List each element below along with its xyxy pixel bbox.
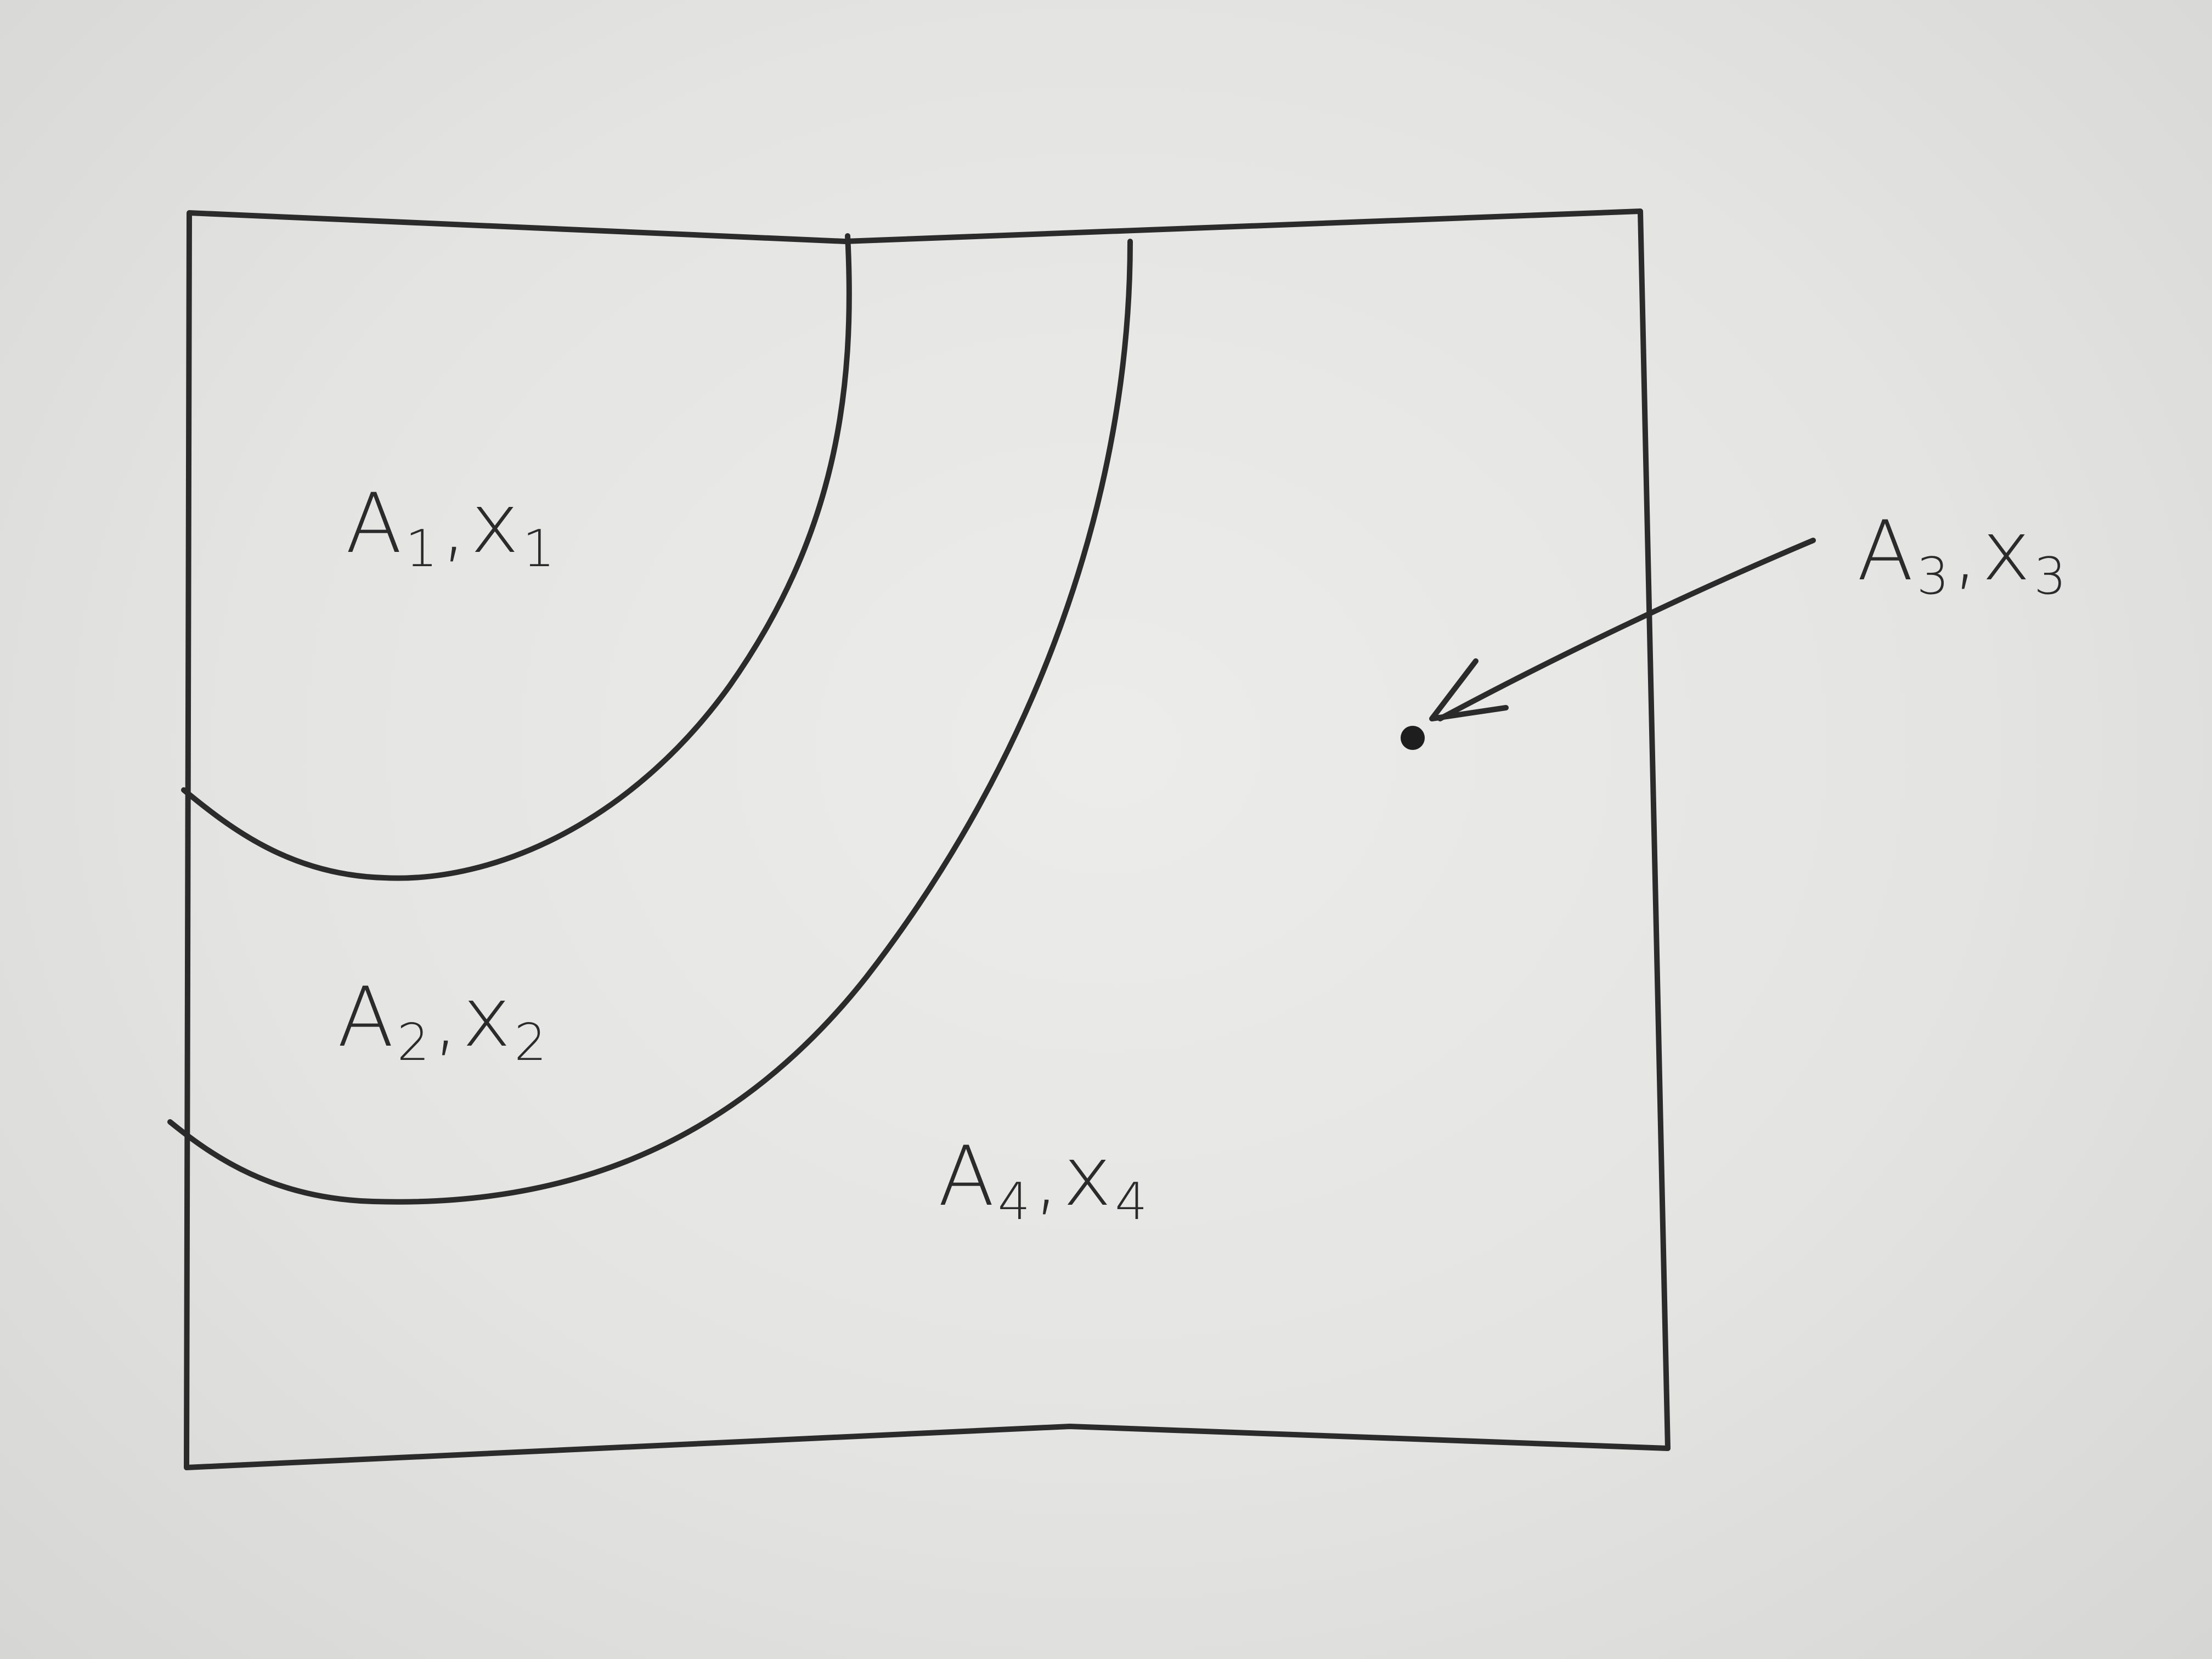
inner-arc-boundary bbox=[181, 233, 852, 881]
point-a3-dot bbox=[1401, 726, 1425, 750]
outer-arc-boundary bbox=[167, 239, 1133, 1205]
region-a1-label: A1,x1 bbox=[346, 476, 558, 579]
arrow-shaft bbox=[1437, 538, 1816, 721]
point-a3-label: A3,x3 bbox=[1857, 504, 2070, 606]
region-a2-label: A2,x2 bbox=[337, 970, 550, 1073]
region-a4-label: A4,x4 bbox=[938, 1129, 1151, 1232]
arrow-head bbox=[1429, 658, 1509, 721]
outer-rectangle bbox=[184, 208, 1671, 1470]
